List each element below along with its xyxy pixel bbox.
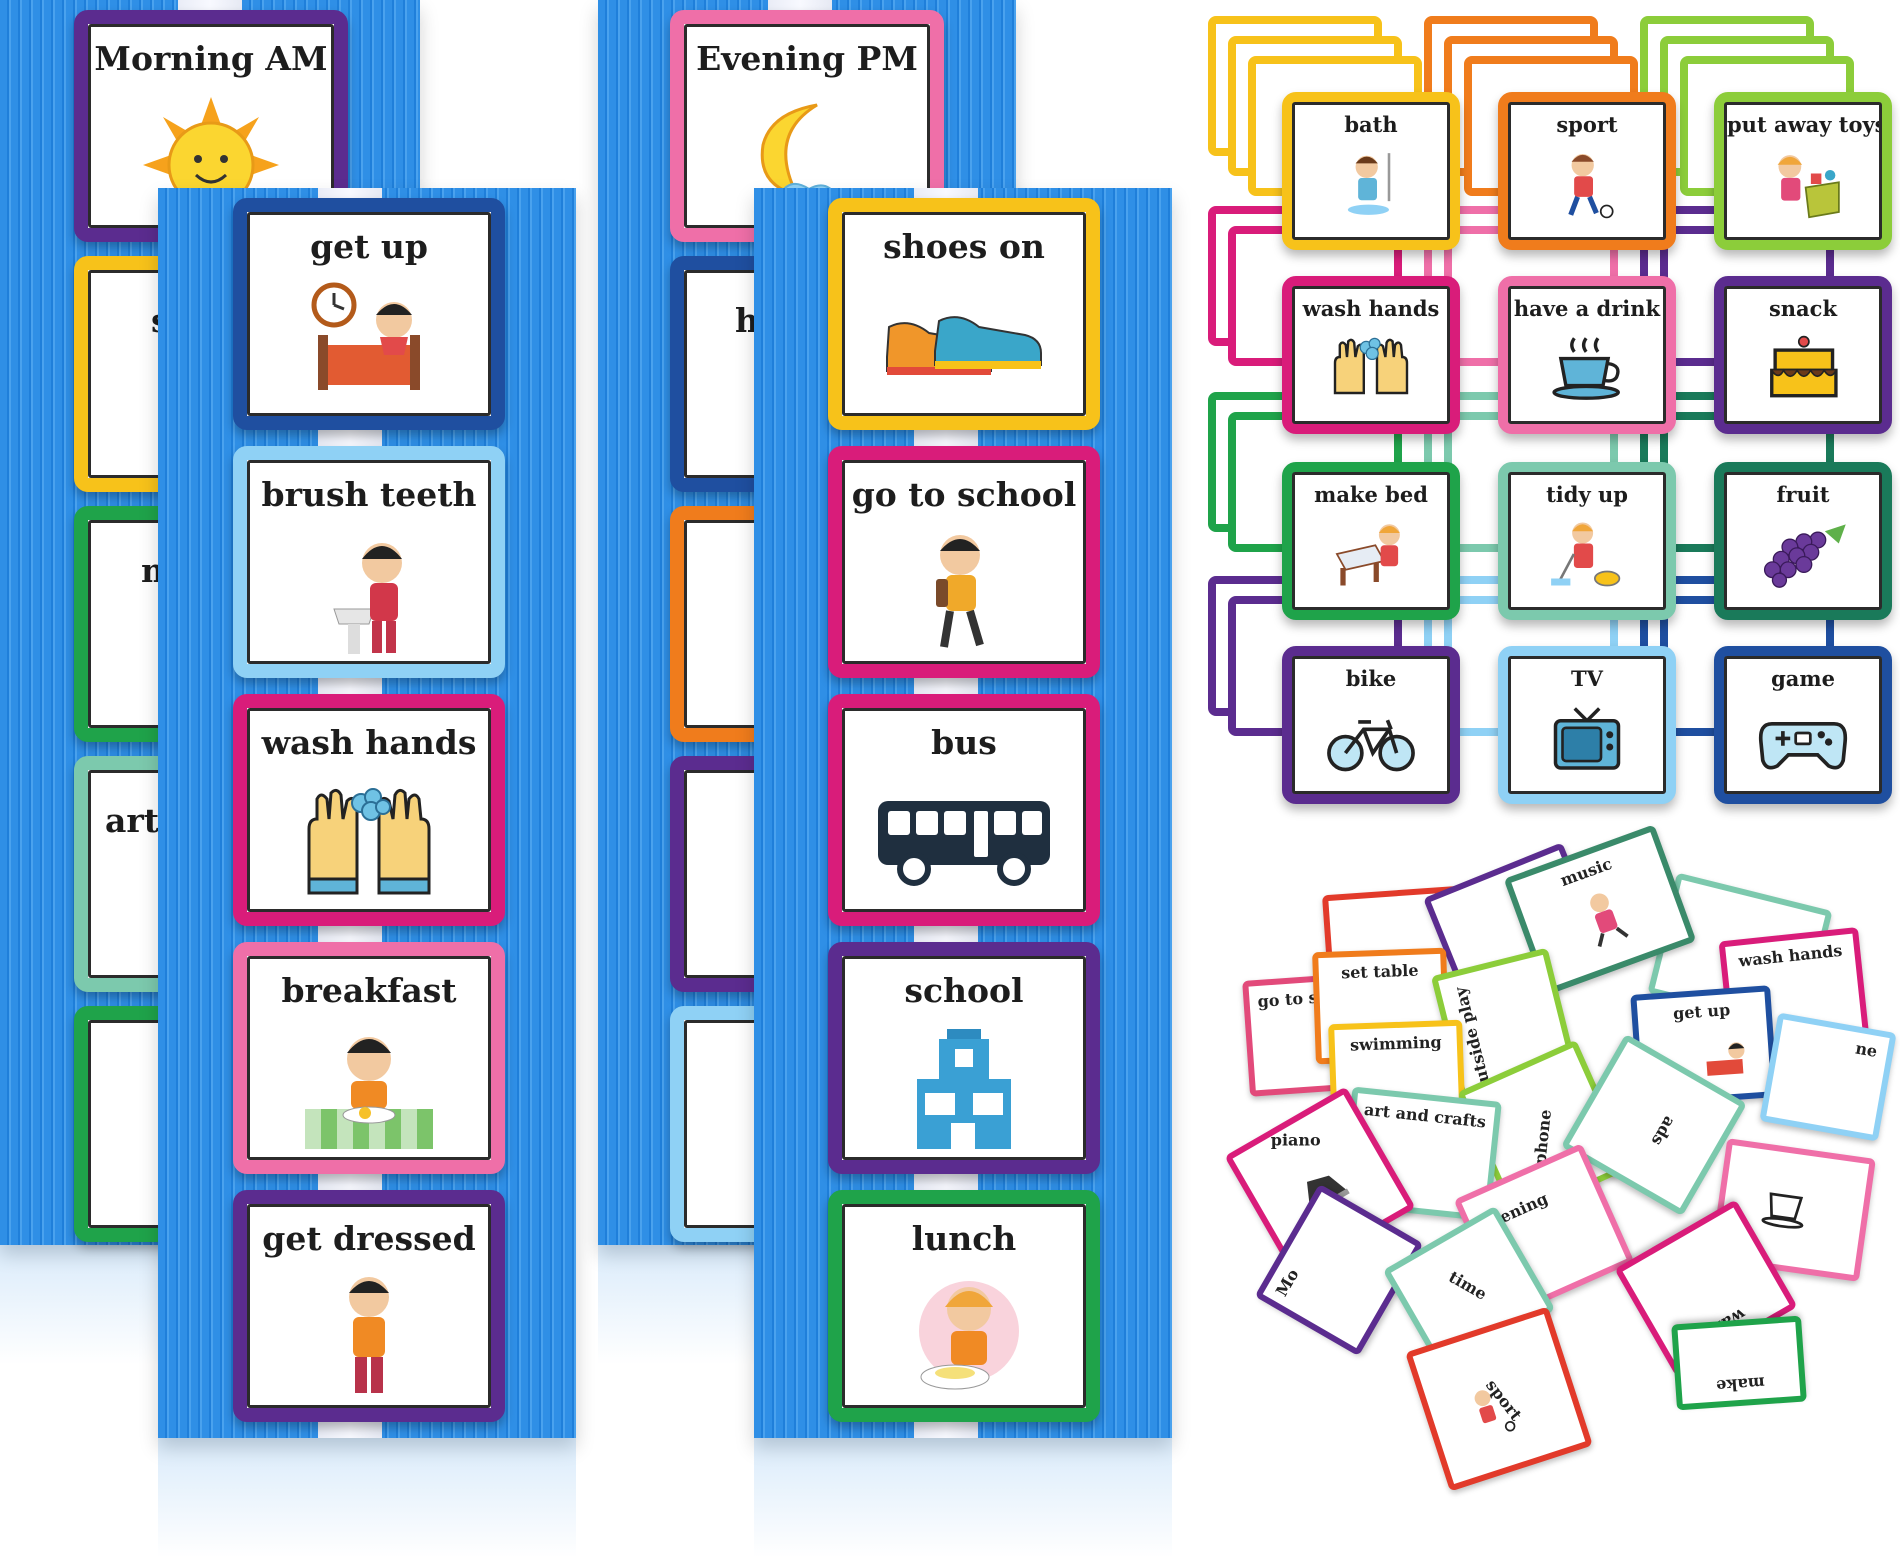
card-get-dressed-label: get dressed — [262, 1218, 476, 1258]
pile-ads-label: ads — [1647, 1113, 1680, 1150]
pile-ne-label: ne — [1854, 1038, 1879, 1062]
card-school-label: school — [904, 970, 1024, 1010]
pile-time-label: time — [1445, 1267, 1491, 1304]
school-building-icon — [917, 1029, 1011, 1149]
grid-card-bath[interactable]: bath — [1282, 92, 1460, 250]
gamepad-icon — [1758, 721, 1848, 770]
card-go-to-school-label: go to school — [851, 474, 1077, 514]
grid-card-game[interactable]: game — [1714, 646, 1892, 804]
bath-icon — [1347, 153, 1391, 215]
pile-swimming-label: swimming — [1349, 1032, 1442, 1055]
wake-up-icon — [311, 282, 420, 390]
morning-header-label: Morning AM — [94, 38, 328, 78]
card-wash-hands-label: wash hands — [261, 722, 477, 762]
tea-cup-icon — [1761, 1192, 1804, 1229]
pile-card-make[interactable]: make — [1671, 1315, 1807, 1411]
music-icon — [1590, 893, 1629, 947]
card-wash-hands[interactable]: wash hands — [233, 694, 505, 926]
card-get-up[interactable]: get up — [233, 198, 505, 430]
grid-card-game-label: game — [1771, 665, 1835, 691]
grid-card-fruit-label: fruit — [1776, 481, 1830, 507]
pile-card-music[interactable]: music — [1503, 824, 1697, 996]
card-lunch[interactable]: lunch — [828, 1190, 1100, 1422]
shoes-icon — [886, 316, 1042, 375]
tv-icon — [1553, 707, 1621, 770]
breakfast-icon — [305, 1037, 433, 1149]
toothbrush-boy-icon — [333, 543, 402, 654]
pile-card-sport[interactable]: sport — [1405, 1306, 1593, 1492]
grid-card-snack-label: snack — [1768, 295, 1838, 321]
sport-small-icon — [1474, 1390, 1516, 1432]
dressed-boy-icon — [349, 1277, 389, 1393]
card-bus-label: bus — [931, 722, 997, 762]
pile-set-table-label: set table — [1340, 960, 1419, 983]
lunch-girl-icon — [919, 1281, 1019, 1390]
morning-back-label-3: art — [105, 801, 160, 840]
card-get-dressed[interactable]: get dressed — [233, 1190, 505, 1422]
schoolboy-icon — [936, 535, 984, 648]
grid-card-have-a-drink-label: have a drink — [1513, 295, 1661, 321]
card-brush-teeth[interactable]: brush teeth — [233, 446, 505, 678]
evening-header-label: Evening PM — [696, 38, 918, 78]
grid-card-sport-label: sport — [1556, 111, 1618, 137]
grid-card-wash-hands-label: wash hands — [1302, 295, 1440, 321]
grid-card-bike[interactable]: bike — [1282, 646, 1460, 804]
card-shoes-on-label: shoes on — [883, 226, 1045, 266]
card-shoes-on[interactable]: shoes on — [828, 198, 1100, 430]
pile-wash-hands-label: wash hands — [1737, 940, 1844, 971]
toys-icon — [1777, 155, 1840, 219]
bus-icon — [878, 801, 1050, 886]
grid-card-put-away-toys-label: put away toys — [1727, 111, 1882, 137]
grid-card-snack[interactable]: snack — [1714, 276, 1892, 434]
get-up-small-icon — [1706, 1042, 1745, 1076]
make-bed-icon — [1335, 524, 1400, 586]
pile-get-up-label: get up — [1672, 1000, 1731, 1024]
pile-art-and-crafts-label: art and crafts — [1363, 1099, 1487, 1132]
grid-card-tv[interactable]: TV — [1498, 646, 1676, 804]
grid-card-put-away-toys[interactable]: put away toys — [1714, 92, 1892, 250]
pile-card-ne[interactable]: ne — [1759, 1012, 1897, 1142]
sun-icon — [143, 97, 279, 225]
cup-icon — [1552, 337, 1620, 400]
card-breakfast-label: breakfast — [281, 970, 457, 1010]
pile-make-label: make — [1715, 1373, 1766, 1396]
cake-icon — [1770, 335, 1838, 398]
bike-icon — [1327, 719, 1415, 772]
card-go-to-school[interactable]: go to school — [828, 446, 1100, 678]
card-breakfast[interactable]: breakfast — [233, 942, 505, 1174]
hands-washing-small-icon — [1333, 337, 1409, 395]
grid-card-tidy-up-label: tidy up — [1546, 481, 1628, 507]
grid-card-make-bed[interactable]: make bed — [1282, 462, 1460, 620]
card-get-up-label: get up — [310, 226, 428, 266]
card-school[interactable]: school — [828, 942, 1100, 1174]
grid-card-tidy-up[interactable]: tidy up — [1498, 462, 1676, 620]
grapes-icon — [1763, 524, 1846, 588]
card-lunch-label: lunch — [911, 1218, 1017, 1258]
sport-icon — [1568, 154, 1614, 219]
pile-card-blue-tea[interactable] — [1710, 1138, 1876, 1282]
pile-piano-label: piano — [1270, 1130, 1321, 1150]
grid-card-make-bed-label: make bed — [1314, 481, 1428, 507]
grid-card-tv-label: TV — [1571, 665, 1603, 691]
pile-card-get-up[interactable]: get up — [1630, 985, 1778, 1107]
grid-card-fruit[interactable]: fruit — [1714, 462, 1892, 620]
grid-card-bike-label: bike — [1345, 665, 1397, 691]
card-brush-teeth-label: brush teeth — [261, 474, 477, 514]
grid-card-wash-hands[interactable]: wash hands — [1282, 276, 1460, 434]
card-bus[interactable]: bus — [828, 694, 1100, 926]
vacuum-girl-icon — [1551, 522, 1621, 587]
grid-card-bath-label: bath — [1344, 111, 1398, 137]
grid-card-sport[interactable]: sport — [1498, 92, 1676, 250]
grid-card-have-a-drink[interactable]: have a drink — [1498, 276, 1676, 434]
hands-washing-icon — [307, 788, 431, 895]
